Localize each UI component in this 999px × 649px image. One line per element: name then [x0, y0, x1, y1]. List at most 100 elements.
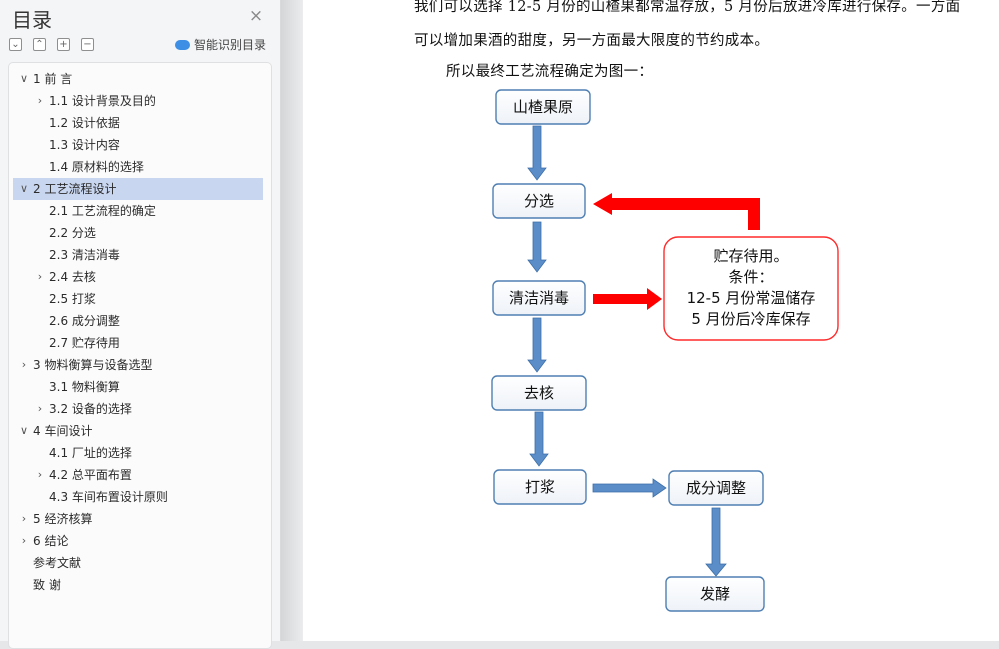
node-raw-material: 山楂果原 — [513, 98, 573, 116]
flow-node-box — [665, 576, 765, 612]
toc-item-label: 致 谢 — [33, 578, 61, 592]
toc-item[interactable]: › 6 结论 — [13, 530, 263, 552]
chevron-down-icon[interactable]: ∨ — [19, 182, 29, 195]
toc-item-label: 1.4 原材料的选择 — [49, 160, 144, 174]
toc-item[interactable]: 1.2 设计依据 — [13, 112, 263, 134]
flow-node-box — [491, 375, 587, 411]
toc-item-label: 3.1 物料衡算 — [49, 380, 120, 394]
storage-line: 12-5 月份常温储存 — [687, 289, 816, 307]
chevron-right-icon[interactable]: › — [37, 402, 43, 415]
node-pulping: 打浆 — [525, 478, 555, 496]
toc-item[interactable]: › 3.2 设备的选择 — [13, 398, 263, 420]
toc-item[interactable]: 4.1 厂址的选择 — [13, 442, 263, 464]
toc-item[interactable]: › 3 物料衡算与设备选型 — [13, 354, 263, 376]
toc-item[interactable]: ∨ 1 前 言 — [13, 68, 263, 90]
red-arrow — [593, 288, 662, 310]
toc-item[interactable]: 1.3 设计内容 — [13, 134, 263, 156]
remove-icon[interactable]: − — [81, 38, 94, 51]
toc-item-label: 4.2 总平面布置 — [49, 468, 132, 482]
toc-item[interactable]: 1.4 原材料的选择 — [13, 156, 263, 178]
node-ferment: 发酵 — [700, 585, 730, 603]
toc-item[interactable]: 2.3 清洁消毒 — [13, 244, 263, 266]
toc-item[interactable]: 2.7 贮存待用 — [13, 332, 263, 354]
toc-list: ∨ 1 前 言 › 1.1 设计背景及目的 1.2 设计依据 1.3 设计内容 1.4 原材… — [8, 62, 272, 649]
chevron-right-icon[interactable]: › — [21, 512, 27, 525]
chevron-right-icon[interactable]: › — [37, 94, 43, 107]
document-page: 我们可以选择 12-5 月份的山楂果都常温存放，5 月份后放进冷库进行保存。一方… — [303, 0, 999, 641]
toc-item[interactable]: › 5 经济核算 — [13, 508, 263, 530]
smart-toc-label: 智能识别目录 — [194, 38, 267, 52]
toc-item-label: 4.3 车间布置设计原则 — [49, 490, 168, 504]
storage-line: 条件： — [728, 268, 773, 286]
toc-item-label: 4 车间设计 — [33, 424, 93, 438]
body-text-line: 所以最终工艺流程确定为图一： — [446, 64, 654, 80]
toc-item-label: 2.5 打浆 — [49, 292, 96, 306]
toc-item-label: 2.4 去核 — [49, 270, 96, 284]
toc-item-label: 1.1 设计背景及目的 — [49, 94, 156, 108]
toc-item[interactable]: › 2.4 去核 — [13, 266, 263, 288]
toc-item-label: 参考文献 — [33, 556, 82, 570]
chevron-right-icon[interactable]: › — [21, 534, 27, 547]
flow-node-box — [495, 89, 591, 125]
toc-item[interactable]: 参考文献 — [13, 552, 263, 574]
node-adjust: 成分调整 — [686, 479, 746, 497]
flow-node-box — [492, 280, 586, 316]
page-gutter — [281, 0, 303, 641]
smart-toc-button[interactable]: 智能识别目录 — [175, 36, 266, 53]
body-text-line: 可以增加果酒的甜度，另一方面最大限度的节约成本。 — [414, 33, 770, 49]
toc-item-label: 2.6 成分调整 — [49, 314, 120, 328]
flow-arrow — [705, 507, 727, 577]
storage-box — [663, 236, 839, 341]
toc-item[interactable]: 4.3 车间布置设计原则 — [13, 486, 263, 508]
toc-item-label: 2.1 工艺流程的确定 — [49, 204, 156, 218]
chevron-right-icon[interactable]: › — [37, 270, 43, 283]
add-icon[interactable]: + — [57, 38, 70, 51]
chevron-right-icon[interactable]: › — [21, 358, 27, 371]
storage-line: 贮存待用。 — [713, 247, 788, 265]
toc-item-label: 5 经济核算 — [33, 512, 93, 526]
flow-node-box — [493, 469, 587, 505]
expand-up-icon[interactable]: ⌃ — [33, 38, 46, 51]
toc-item-label: 4.1 厂址的选择 — [49, 446, 132, 460]
collapse-all-icon[interactable]: ⌄ — [9, 38, 22, 51]
cloud-icon — [175, 40, 190, 50]
toc-item[interactable]: 2.6 成分调整 — [13, 310, 263, 332]
storage-line: 5 月份后冷库保存 — [691, 310, 810, 328]
flow-arrow — [529, 411, 549, 467]
toc-title: 目录 — [12, 8, 52, 32]
toc-item-label: 2.2 分选 — [49, 226, 96, 240]
toc-item[interactable]: 2.2 分选 — [13, 222, 263, 244]
node-cleaning: 清洁消毒 — [509, 289, 569, 307]
flow-arrow — [527, 221, 547, 273]
toc-item[interactable]: ∨ 2 工艺流程设计 — [13, 178, 263, 200]
flow-arrow — [592, 478, 667, 498]
close-icon[interactable]: × — [248, 6, 264, 26]
toc-item[interactable]: 2.1 工艺流程的确定 — [13, 200, 263, 222]
flow-arrow — [527, 317, 547, 373]
toc-item-label: 1.2 设计依据 — [49, 116, 120, 130]
toc-sidebar: 目录 × ⌄ ⌃ + − 智能识别目录 ∨ 1 前 言 › 1.1 设计背景及目的 1.… — [0, 0, 281, 649]
node-sorting: 分选 — [524, 192, 554, 210]
flow-arrow — [527, 125, 547, 181]
chevron-right-icon[interactable]: › — [37, 468, 43, 481]
toc-item-label: 6 结论 — [33, 534, 69, 548]
toc-item[interactable]: › 4.2 总平面布置 — [13, 464, 263, 486]
toc-item-label: 3 物料衡算与设备选型 — [33, 358, 153, 372]
toc-item[interactable]: ∨ 4 车间设计 — [13, 420, 263, 442]
toc-item-label: 1 前 言 — [33, 72, 73, 86]
toc-item-label: 2.7 贮存待用 — [49, 336, 120, 350]
chevron-down-icon[interactable]: ∨ — [19, 72, 29, 85]
toc-item-label: 3.2 设备的选择 — [49, 402, 132, 416]
node-pitting: 去核 — [524, 384, 554, 402]
body-text-line: 我们可以选择 12-5 月份的山楂果都常温存放，5 月份后放进冷库进行保存。一方… — [414, 0, 961, 15]
red-arrow — [593, 193, 760, 230]
toc-item-label: 1.3 设计内容 — [49, 138, 120, 152]
toc-item[interactable]: › 1.1 设计背景及目的 — [13, 90, 263, 112]
toc-item[interactable]: 2.5 打浆 — [13, 288, 263, 310]
chevron-down-icon[interactable]: ∨ — [19, 424, 29, 437]
toc-item[interactable]: 致 谢 — [13, 574, 263, 596]
toc-item-label: 2 工艺流程设计 — [33, 182, 117, 196]
toc-item-label: 2.3 清洁消毒 — [49, 248, 120, 262]
toc-item[interactable]: 3.1 物料衡算 — [13, 376, 263, 398]
